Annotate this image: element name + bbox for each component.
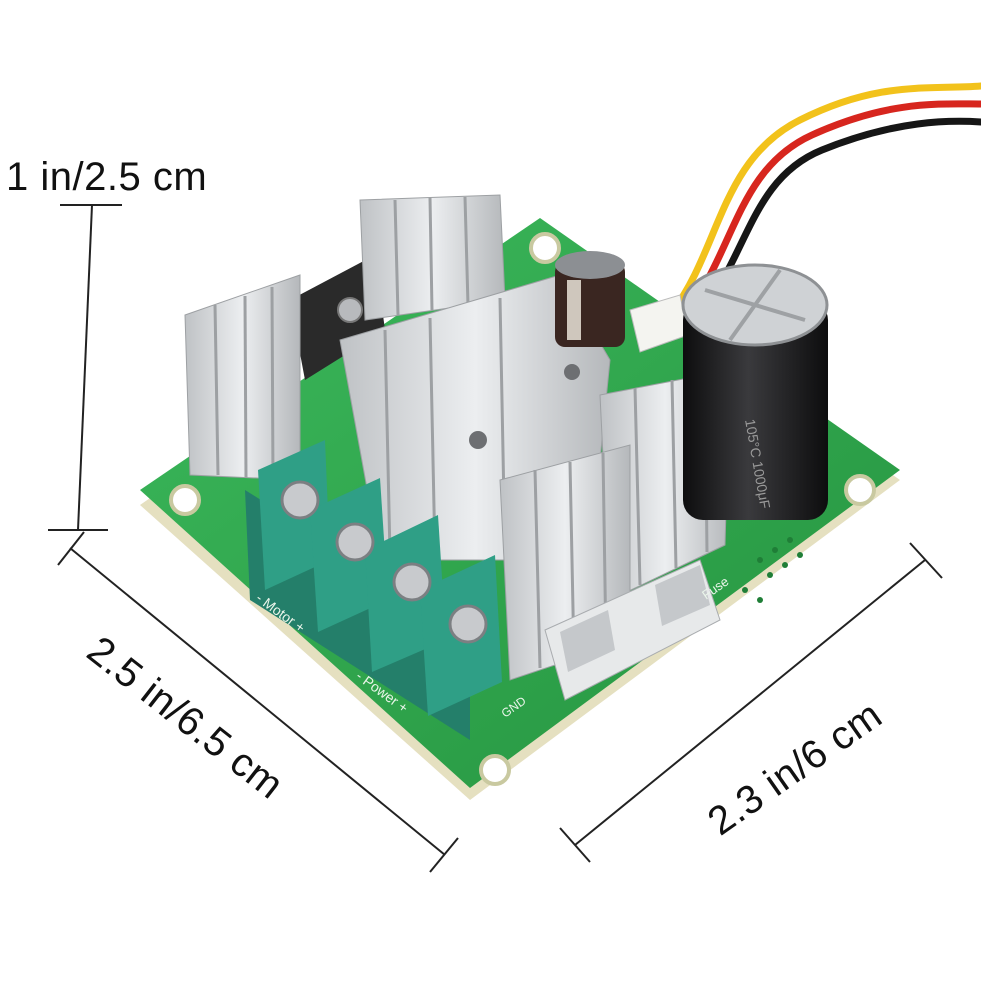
wire-red (678, 100, 981, 322)
large-capacitor: 105°C 1000μF (681, 263, 829, 520)
mount-hole (479, 754, 511, 786)
heatsink-rear (359, 194, 506, 321)
heatsinks (184, 194, 731, 681)
mount-hole (529, 232, 561, 264)
small-capacitor (555, 251, 625, 347)
transistor (290, 255, 385, 380)
dimension-lines (48, 204, 943, 873)
mount-hole (844, 474, 876, 506)
mount-hole (169, 484, 201, 516)
terminal-screw (280, 480, 488, 644)
terminal-block: - Motor + - Power + (245, 440, 502, 740)
height-dimension-label: 1 in/2.5 cm (6, 155, 208, 199)
wire-yellow (668, 82, 981, 316)
heatsink-left (184, 274, 301, 481)
fuse: Fuse GND (499, 559, 731, 720)
